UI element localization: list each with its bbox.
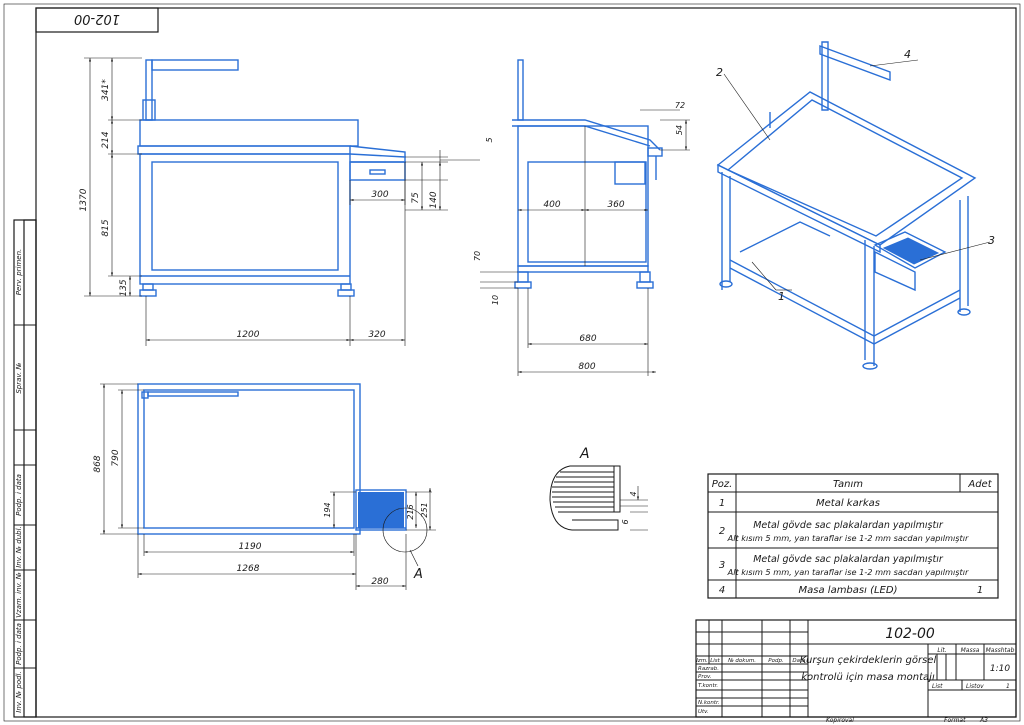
detail-a-label: A xyxy=(579,446,590,462)
dim-6: 6 xyxy=(621,519,630,524)
front-view: 1370 341* 214 815 135 5 75 140 300 1200 xyxy=(79,57,494,346)
side-label: Vzam. inv. № xyxy=(15,572,23,618)
dim-1190: 1190 xyxy=(239,542,262,552)
tb-code: 102-00 xyxy=(885,626,935,642)
tb-list: List xyxy=(932,683,943,690)
dim-1268: 1268 xyxy=(237,564,260,574)
dim-72: 72 xyxy=(675,101,685,110)
detail-hatching xyxy=(552,471,614,513)
bom-table: Poz. Tanım Adet 1 Metal karkas 2 Metal g… xyxy=(707,473,999,599)
dim-54: 54 xyxy=(675,125,684,135)
drawer-tray-fill xyxy=(358,492,404,528)
tb-tkontr: T.kontr. xyxy=(698,683,718,689)
bom-row-poz: 4 xyxy=(719,585,725,596)
bom-header-tanim: Tanım xyxy=(833,479,863,490)
tb-title-line2: kontrolü için masa montajı xyxy=(801,672,935,683)
side-label: Podp. i data xyxy=(15,474,23,516)
code-stamp: 102-00 xyxy=(35,7,159,33)
dim-140: 140 xyxy=(429,191,439,208)
bom-row-poz: 1 xyxy=(719,498,725,509)
plan-view: A 868 790 194 216 251 1190 1268 280 xyxy=(93,383,436,590)
tb-col-ndok: № dokum. xyxy=(727,658,756,664)
bom-row-poz: 3 xyxy=(719,560,725,571)
tb-utv: Utv. xyxy=(698,709,709,715)
tb-kopiroval: Kopiroval xyxy=(826,717,854,724)
bom-row-desc: Metal gövde sac plakalardan yapılmıştır xyxy=(753,520,944,531)
tb-lit: Lit. xyxy=(937,647,946,654)
side-label: Podp. i data xyxy=(15,623,23,665)
dim-216: 216 xyxy=(406,504,415,519)
bom-row-poz: 2 xyxy=(719,526,725,537)
tb-col-podp: Podp. xyxy=(768,658,784,664)
bom-row-desc-2: Alt kısım 5 mm, yan taraflar ise 1-2 mm … xyxy=(727,533,969,543)
dim-400: 400 xyxy=(543,200,560,210)
bom-row-adet: 1 xyxy=(977,585,983,596)
tb-col-list: List xyxy=(710,658,720,664)
bom-row-desc: Masa lambası (LED) xyxy=(799,585,898,596)
dim-300: 300 xyxy=(371,190,388,200)
tb-format: Format xyxy=(944,717,966,724)
tb-listov: Listov xyxy=(966,683,984,690)
tb-listov-val: 1 xyxy=(1006,683,1010,690)
dim-10: 10 xyxy=(491,295,500,305)
title-block: Izm. List № dokum. Podp. Data Razrab. Pr… xyxy=(695,619,1017,724)
dim-815: 815 xyxy=(101,219,111,236)
dim-800: 800 xyxy=(578,362,595,372)
side-label: Inv. № dubl. xyxy=(15,526,23,568)
dim-360: 360 xyxy=(607,200,624,210)
bom-header-poz: Poz. xyxy=(712,479,733,490)
callout-2: 2 xyxy=(716,66,723,79)
tb-nkontr: N.kontr. xyxy=(698,700,720,706)
callout-4: 4 xyxy=(904,48,911,61)
side-label: Perv. primen. xyxy=(15,249,23,295)
dim-214: 214 xyxy=(101,131,111,148)
dim-75: 75 xyxy=(411,192,421,204)
tb-masshtab: Masshtab xyxy=(986,647,1015,654)
callout-a: A xyxy=(413,567,423,582)
side-label: Sprav. № xyxy=(15,362,23,393)
sheet-border-outer xyxy=(3,3,1021,722)
bom-row-desc: Metal gövde sac plakalardan yapılmıştır xyxy=(753,554,944,565)
tb-massa: Massa xyxy=(961,647,980,654)
bom-row-desc: Metal karkas xyxy=(816,498,880,509)
iso-view: 1 2 3 4 xyxy=(716,41,995,370)
dim-4: 4 xyxy=(629,491,638,496)
dim-1200: 1200 xyxy=(237,330,260,340)
dim-680: 680 xyxy=(579,334,596,344)
bom-header-adet: Adet xyxy=(967,479,992,490)
dim-868: 868 xyxy=(93,455,103,472)
tb-col-izm: Izm. xyxy=(696,658,708,664)
tb-col-data: Data xyxy=(792,658,806,664)
callout-1: 1 xyxy=(778,290,785,303)
side-view: 72 54 400 360 70 10 680 800 xyxy=(473,59,690,376)
dim-194: 194 xyxy=(323,502,332,517)
side-label: Inv. № podl. xyxy=(15,671,23,712)
tb-scale: 1:10 xyxy=(990,664,1010,674)
tb-format-val: A3 xyxy=(979,717,988,724)
tb-razrab: Razrab. xyxy=(698,666,719,672)
dim-70: 70 xyxy=(473,251,482,261)
dim-280: 280 xyxy=(371,577,388,587)
dim-320: 320 xyxy=(368,330,385,340)
dim-135: 135 xyxy=(119,279,129,296)
detail-a: A 4 6 xyxy=(549,446,648,531)
dim-341: 341* xyxy=(101,79,111,101)
dim-251: 251 xyxy=(420,502,429,517)
dim-790: 790 xyxy=(111,449,121,466)
tb-prov: Prov. xyxy=(698,674,712,680)
tb-title-line1: Kurşun çekirdeklerin görsel xyxy=(800,655,937,666)
bom-row-desc-2: Alt kısım 5 mm, yan taraflar ise 1-2 mm … xyxy=(727,567,969,577)
dim-1370: 1370 xyxy=(79,188,89,211)
side-strip: Perv. primen. Sprav. № Podp. i data Inv.… xyxy=(13,219,37,718)
dim-5: 5 xyxy=(485,137,494,142)
code-stamp-text: 102-00 xyxy=(74,11,120,26)
callout-3: 3 xyxy=(988,234,995,247)
